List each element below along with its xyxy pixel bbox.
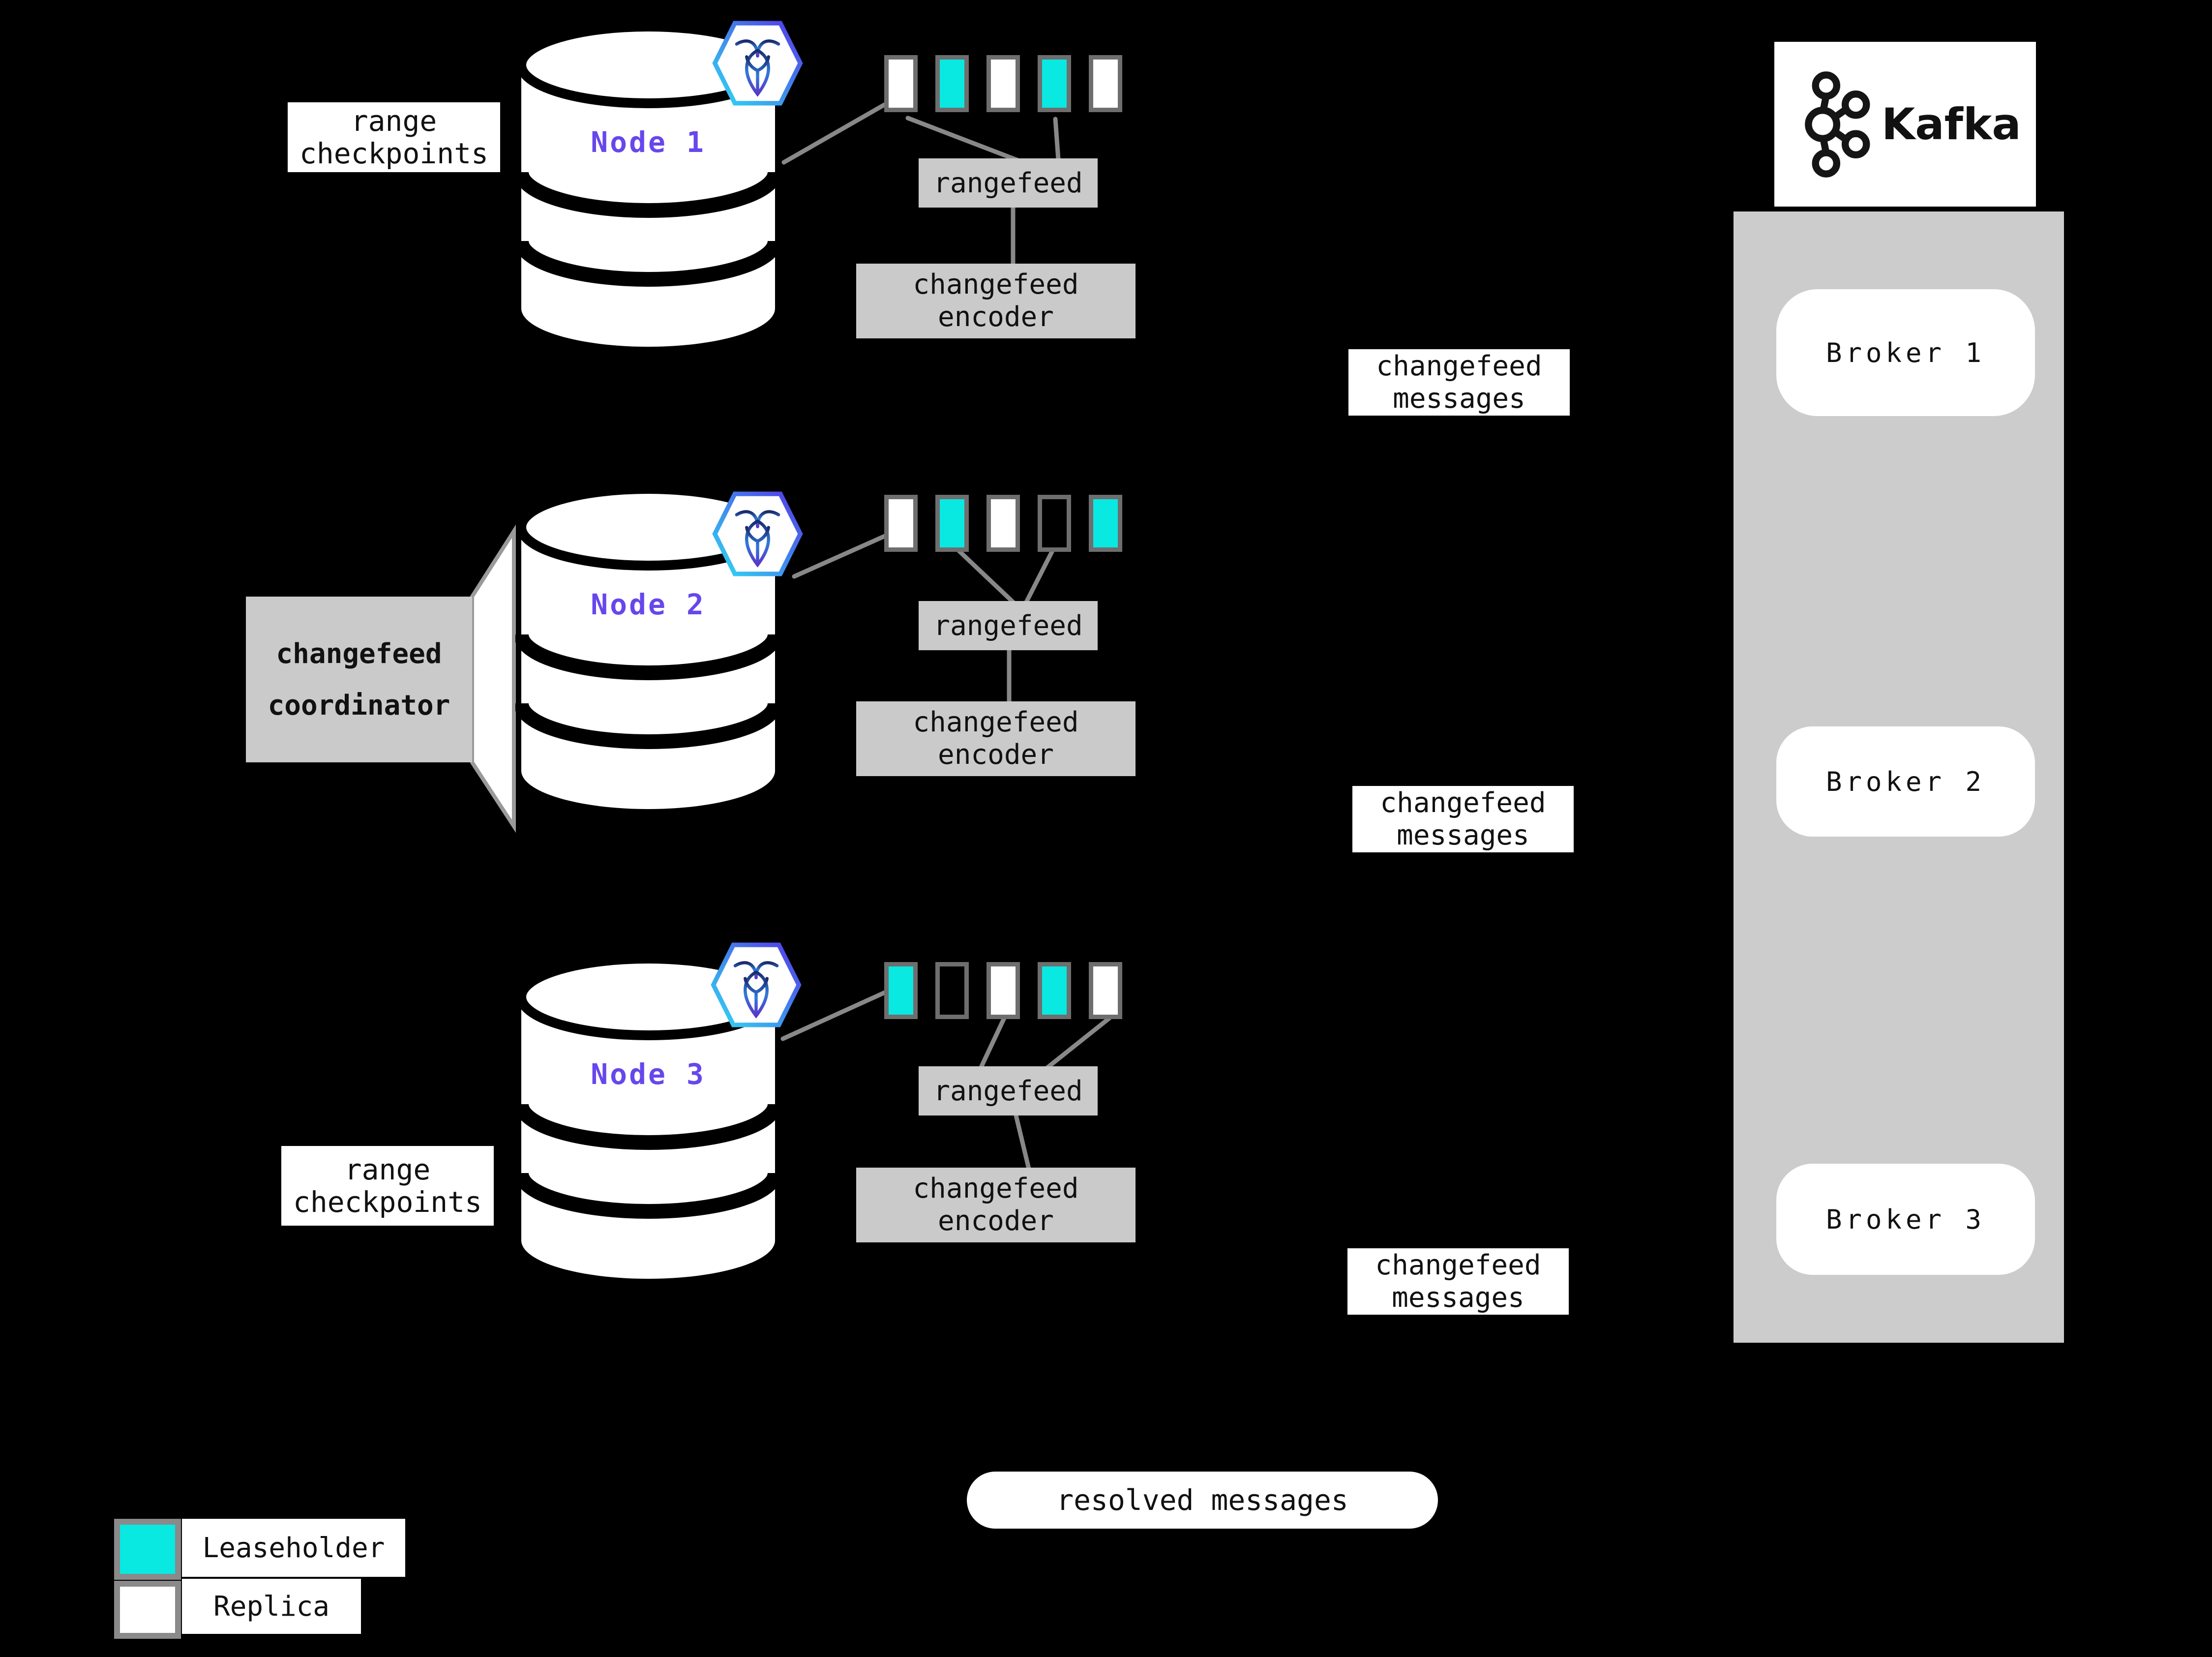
changefeed-messages-label: changefeed messages: [1347, 1248, 1569, 1315]
line-range-to-rangefeed3b: [1044, 1016, 1112, 1071]
cockroachdb-hexagon-icon: [712, 491, 803, 576]
range-square: [1038, 962, 1071, 1019]
range-square: [1038, 495, 1071, 552]
range-square: [1089, 962, 1122, 1019]
gray-connector-lines: [780, 102, 1112, 1171]
range-square: [884, 55, 918, 112]
resolved-messages-pill: resolved messages: [967, 1472, 1438, 1529]
node3-label: Node 3: [591, 1057, 706, 1091]
range-square: [1038, 55, 1071, 112]
node2-label: Node 2: [591, 588, 706, 621]
node3-database-cylinder-icon: [515, 954, 781, 1279]
line-node1-to-range: [781, 102, 888, 165]
legend-replica-label: Replica: [182, 1579, 361, 1634]
node1-database-cylinder-icon: [515, 22, 781, 347]
range-square: [986, 495, 1020, 552]
line-range-to-rangefeed1b: [1053, 117, 1061, 162]
rangefeed-box: rangefeed: [919, 601, 1098, 650]
range-square: [986, 55, 1020, 112]
changefeed-encoder-box: changefeed encoder: [856, 701, 1136, 776]
line-rangefeed3-to-encoder3: [1014, 1113, 1031, 1171]
node2-database-cylinder-icon: [515, 484, 781, 809]
changefeed-encoder-box: changefeed encoder: [856, 264, 1136, 338]
range-square: [935, 495, 969, 552]
rangefeed-box: rangefeed: [919, 1066, 1098, 1115]
line-range-to-rangefeed1: [905, 116, 1020, 163]
legend-leaseholder-swatch: [114, 1519, 181, 1580]
line-range-to-rangefeed2: [957, 548, 1016, 605]
node1-label: Node 1: [591, 125, 706, 159]
cockroachdb-hexagon-icon: [711, 942, 802, 1027]
broker-2-box: Broker 2: [1776, 726, 2035, 837]
range-square: [884, 962, 918, 1019]
line-node3-to-range: [780, 990, 887, 1041]
cockroachdb-hexagon-icon: [712, 21, 803, 106]
coordinator-pointer-panel: [470, 524, 516, 833]
legend-leaseholder-label: Leaseholder: [182, 1519, 405, 1577]
changefeed-encoder-box: changefeed encoder: [856, 1168, 1136, 1242]
changefeed-messages-label: changefeed messages: [1348, 349, 1570, 416]
line-range-to-rangefeed2b: [1023, 548, 1055, 605]
range-checkpoints-label: range checkpoints: [288, 102, 500, 172]
rangefeed-box: rangefeed: [919, 158, 1098, 208]
kafka-logo-box: Kafka: [1774, 42, 2036, 207]
broker-1-box: Broker 1: [1776, 289, 2035, 416]
kafka-title: Kafka: [1882, 99, 2021, 150]
range-square: [986, 962, 1020, 1019]
changefeed-coordinator-box: changefeed coordinator: [246, 597, 472, 762]
line-range-to-rangefeed3: [978, 1016, 1007, 1071]
broker-3-box: Broker 3: [1776, 1164, 2035, 1275]
range-square: [1089, 495, 1122, 552]
kafka-logo-icon: [1805, 71, 1870, 178]
range-square: [1089, 55, 1122, 112]
range-square: [884, 495, 918, 552]
range-square: [935, 55, 969, 112]
range-square: [935, 962, 969, 1019]
line-node2-to-range: [792, 534, 887, 579]
changefeed-messages-label: changefeed messages: [1352, 786, 1574, 852]
range-checkpoints-label: range checkpoints: [281, 1146, 494, 1226]
legend-replica-swatch: [114, 1581, 181, 1639]
